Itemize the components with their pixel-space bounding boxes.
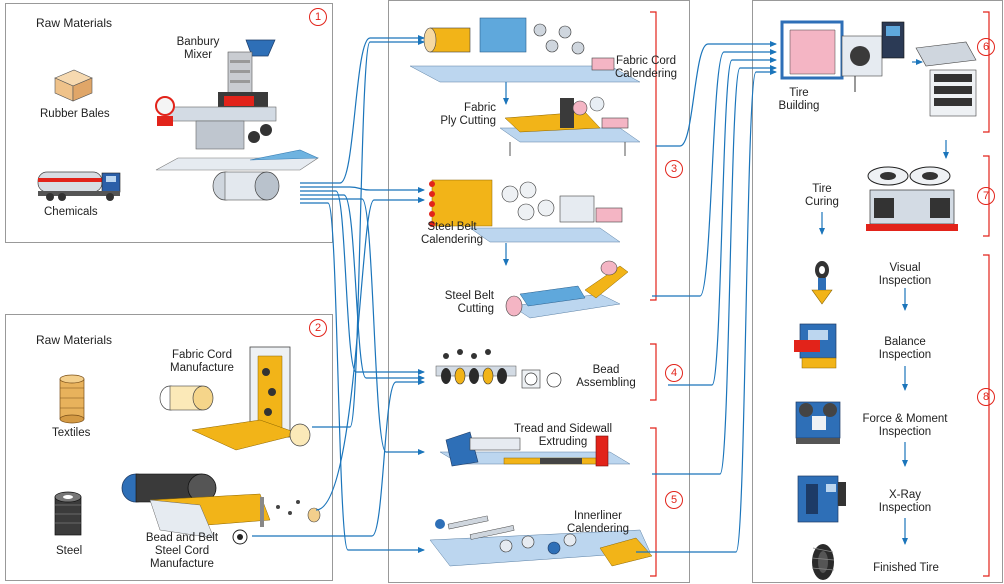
step-number-2: 2 (309, 319, 327, 337)
chemicals-label: Chemicals (44, 206, 98, 218)
visual-inspection-icon (811, 261, 833, 305)
finished-tire-icon (811, 544, 835, 580)
xray-machine-icon (797, 475, 846, 523)
rubber-bales-icon (54, 69, 93, 102)
tire-building-label: Tire Building (778, 87, 820, 112)
banbury-mixer-label: Banbury Mixer (176, 36, 220, 61)
force-moment-machine-icon (795, 401, 841, 444)
step-number-4: 4 (665, 364, 683, 382)
bead-belt-manufacture-label: Bead and Belt Steel Cord Manufacture (145, 532, 219, 570)
step-number-8: 8 (977, 388, 995, 406)
innerliner-calendering-icon (429, 515, 653, 567)
tread-extruding-icon (439, 431, 631, 467)
step-number-6: 6 (977, 38, 995, 56)
bead-belt-machine-icon (121, 473, 321, 545)
tire-curing-label: Tire Curing (805, 183, 839, 208)
steel-belt-cutting-label: Steel Belt Cutting (444, 290, 494, 315)
textiles-label: Textiles (52, 427, 91, 439)
tire-curing-press-icon (866, 166, 958, 231)
fabric-ply-cutting-label: Fabric Ply Cutting (440, 102, 496, 127)
fabric-cord-machine-icon (159, 346, 311, 451)
flow-arrows (252, 35, 949, 553)
balance-inspection-label: Balance Inspection (878, 336, 932, 361)
steel-coil-icon (54, 491, 82, 536)
textiles-spool-icon (59, 374, 85, 424)
force-moment-inspection-label: Force & Moment Inspection (862, 413, 948, 438)
tanker-truck-icon (37, 171, 121, 201)
fabric-cord-calendering-icon (409, 17, 641, 83)
innerliner-calendering-label: Innerliner Calendering (566, 510, 629, 535)
panel-raw-materials-2 (5, 314, 333, 581)
rubber-bales-label: Rubber Bales (40, 108, 110, 120)
balance-machine-icon (794, 323, 837, 369)
visual-inspection-label: Visual Inspection (878, 262, 932, 287)
tire-building-machine-icon (780, 20, 905, 92)
step-number-7: 7 (977, 187, 995, 205)
green-tire-rack-icon (915, 41, 977, 117)
step-number-1: 1 (309, 8, 327, 26)
fabric-ply-cutting-icon (499, 96, 641, 156)
steel-belt-calendering-icon (429, 179, 623, 243)
steel-label: Steel (56, 545, 83, 557)
finished-tire-label: Finished Tire (873, 562, 939, 574)
fabric-cord-manufacture-label: Fabric Cord Manufacture (170, 349, 234, 374)
panel-1-title: Raw Materials (36, 16, 113, 30)
panel-component-prep (388, 0, 690, 583)
panel-building-inspection (752, 0, 1003, 583)
step-number-3: 3 (665, 160, 683, 178)
panel-raw-materials-1 (5, 3, 333, 243)
panel-2-title: Raw Materials (36, 333, 113, 347)
step-number-5: 5 (665, 491, 683, 509)
fabric-cord-calendering-label: Fabric Cord Calendering (614, 55, 677, 80)
steel-belt-cutting-icon (505, 260, 629, 319)
banbury-mixer-icon (155, 39, 319, 201)
bead-assembling-icon (435, 349, 562, 389)
steel-belt-calendering-label: Steel Belt Calendering (420, 221, 483, 246)
xray-inspection-label: X-Ray Inspection (878, 489, 932, 514)
tread-sidewall-extruding-label: Tread and Sidewall Extruding (513, 423, 613, 448)
bead-assembling-label: Bead Assembling (576, 364, 636, 389)
